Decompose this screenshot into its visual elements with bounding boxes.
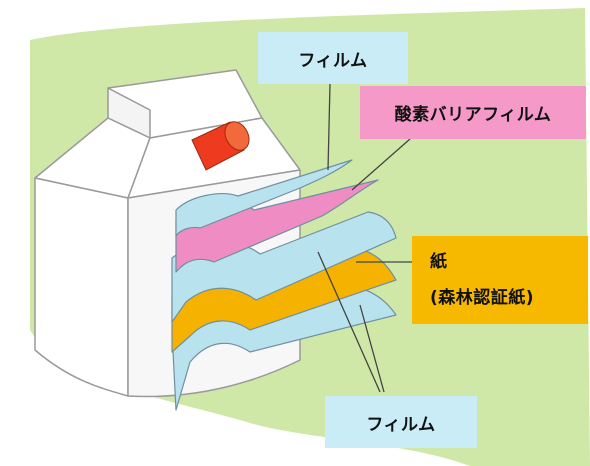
leader-film-bottom-a	[317, 251, 381, 393]
leader-barrier	[351, 138, 411, 191]
label-barrier-text: 酸素バリアフィルム	[394, 105, 552, 125]
layer-stack	[171, 159, 397, 411]
label-film-top-text: フィルム	[298, 50, 368, 71]
label-paper-line1: 紙	[430, 252, 448, 272]
label-paper: 紙 (森林認証紙)	[412, 236, 588, 324]
carton-cap	[191, 121, 250, 171]
label-paper-line2: (森林認証紙)	[430, 288, 535, 308]
label-oxygen-barrier-film: 酸素バリアフィルム	[360, 86, 586, 139]
label-film-bottom-text: フィルム	[366, 414, 436, 435]
label-film-top: フィルム	[258, 32, 408, 84]
layer-film-top	[175, 159, 353, 237]
leader-lines	[317, 83, 412, 393]
leader-film-top	[327, 83, 331, 171]
leader-film-bottom-b	[359, 304, 385, 393]
label-film-bottom: フィルム	[325, 396, 477, 448]
